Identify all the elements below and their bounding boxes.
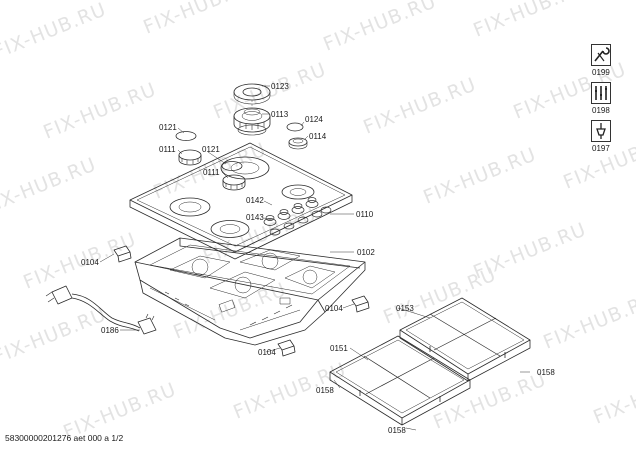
service-label-0197: 0197 — [592, 144, 610, 153]
tools-icon — [591, 82, 611, 104]
left-burner-parts — [175, 131, 246, 191]
callout-0153: 0153 — [396, 304, 414, 313]
bottom-tray — [134, 237, 366, 346]
callout-0114: 0114 — [309, 132, 327, 141]
leader-lines — [99, 85, 530, 431]
callout-0121: 0121 — [159, 123, 177, 132]
callout-0186: 0186 — [101, 326, 119, 335]
mounting-clamps — [113, 245, 370, 357]
callout-0142: 0142 — [246, 196, 264, 205]
callout-0158-b: 0158 — [537, 368, 555, 377]
callout-0111: 0111 — [159, 145, 176, 154]
callout-0113: 0113 — [271, 110, 289, 119]
small-burner-caps — [286, 122, 308, 150]
document-number: 58300000201276 aet 000 a 1/2 — [5, 433, 124, 443]
callout-0158-c: 0158 — [388, 426, 406, 435]
callout-0121-b: 0121 — [202, 145, 220, 154]
callout-0124: 0124 — [305, 115, 323, 124]
grease-gun-icon — [591, 120, 611, 142]
callout-0151: 0151 — [330, 344, 348, 353]
callout-0102: 0102 — [357, 248, 375, 257]
callout-0110: 0110 — [356, 210, 374, 219]
service-label-0198: 0198 — [592, 106, 610, 115]
wok-burner-stack — [233, 83, 271, 136]
callout-0104-b: 0104 — [325, 304, 343, 313]
power-cable — [45, 285, 157, 335]
wrench-screwdriver-icon — [591, 44, 611, 66]
callout-labels: 0123 0113 0124 0121 0114 0111 0121 0111 … — [81, 82, 555, 435]
callout-0143: 0143 — [246, 213, 264, 222]
callout-0158: 0158 — [316, 386, 334, 395]
pan-support-left — [329, 335, 471, 426]
pan-support-right — [399, 297, 531, 382]
service-label-0199: 0199 — [592, 68, 610, 77]
callout-0123: 0123 — [271, 82, 289, 91]
callout-0104: 0104 — [81, 258, 99, 267]
callout-0111-b: 0111 — [203, 168, 220, 177]
cooktop-top-plate — [129, 142, 353, 260]
callout-0104-c: 0104 — [258, 348, 276, 357]
